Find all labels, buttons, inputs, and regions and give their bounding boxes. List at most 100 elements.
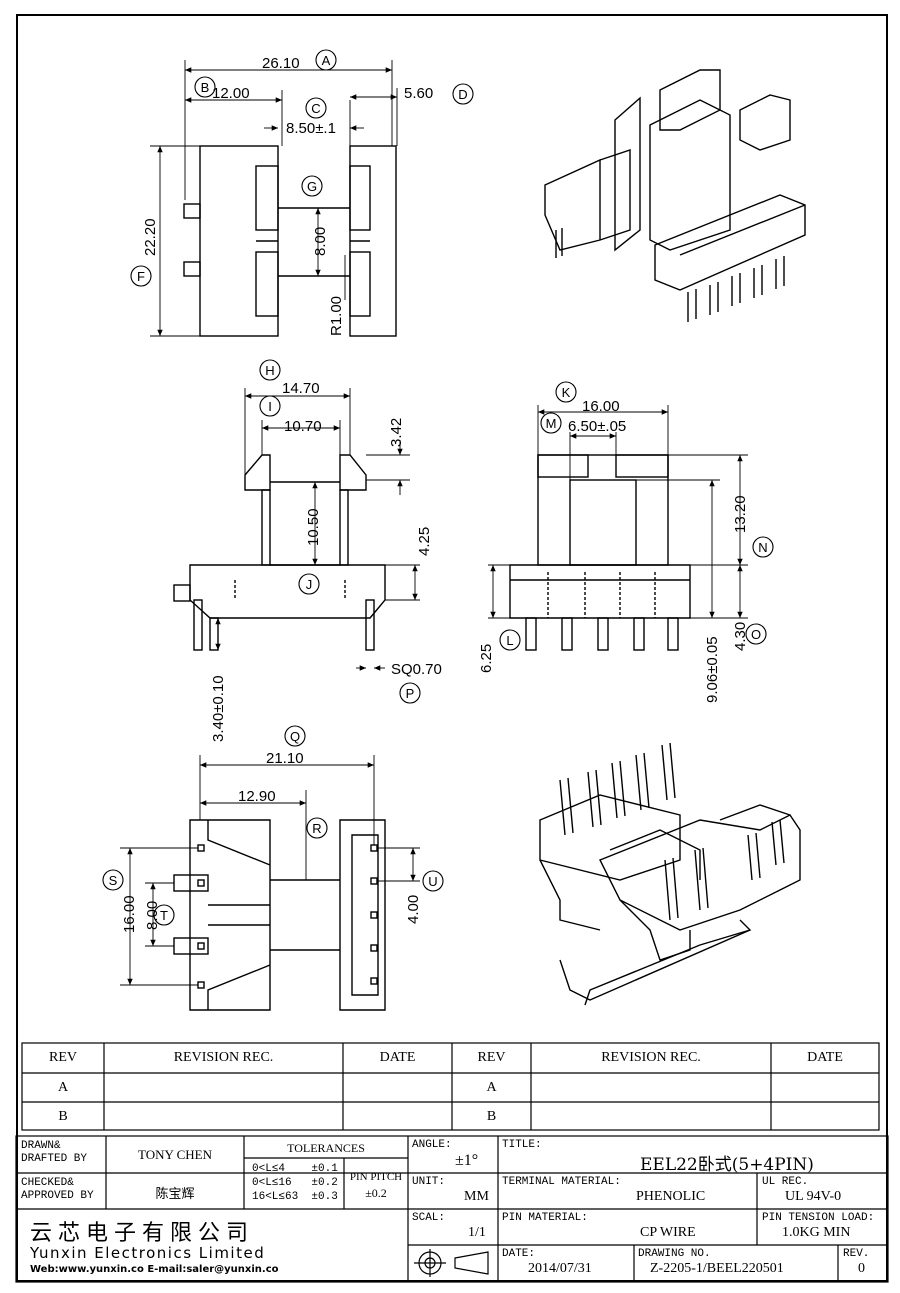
dim-l: 6.25 xyxy=(478,644,495,673)
dim-j: 10.50 xyxy=(305,508,322,546)
company-name-en: Yunxin Electronics Limited xyxy=(30,1244,266,1262)
dim-c: 8.50±.1 xyxy=(286,120,336,137)
pin-material-value: CP WIRE xyxy=(640,1225,696,1240)
dim-f: 22.20 xyxy=(142,218,159,256)
callout-o: O xyxy=(751,627,761,642)
callout-d: D xyxy=(458,87,467,102)
rev-header-2: REV xyxy=(477,1050,506,1065)
checked-value: 陈宝辉 xyxy=(155,1187,195,1202)
rev-row-b-1: B xyxy=(58,1109,68,1124)
date-header-1: DATE xyxy=(379,1050,416,1065)
drawing-frame xyxy=(16,14,888,1282)
unit-label: UNIT: xyxy=(412,1176,446,1188)
company-name-cn: 云芯电子有限公司 xyxy=(30,1221,255,1246)
scale-label: SCAL: xyxy=(412,1212,446,1224)
revision-table-grid xyxy=(21,1042,880,1131)
callout-h: H xyxy=(265,363,274,378)
callout-k: K xyxy=(562,385,571,400)
rev-row-b-2: B xyxy=(486,1109,497,1124)
dim-d: 5.60 xyxy=(404,85,433,102)
rev-row-a-1: A xyxy=(57,1080,69,1095)
terminal-material-value: PHENOLIC xyxy=(636,1189,706,1204)
dim-o1: 9.06±0.05 xyxy=(704,636,721,703)
ul-rec-value: UL 94V-0 xyxy=(785,1189,842,1204)
callout-circles xyxy=(102,49,774,926)
drawn-label: DRAWN& DRAFTED BY xyxy=(21,1140,88,1165)
dim-q: 21.10 xyxy=(266,750,304,767)
pin-tension-label: PIN TENSION LOAD: xyxy=(762,1212,875,1224)
pin-tension-value: 1.0KG MIN xyxy=(782,1225,851,1240)
dim-k: 16.00 xyxy=(582,398,620,415)
dim-j-right: 4.25 xyxy=(416,527,433,556)
callout-f: F xyxy=(137,269,145,284)
dim-u: 4.00 xyxy=(405,895,422,924)
dim-sq: SQ0.70 xyxy=(391,661,442,678)
top-view xyxy=(183,145,397,337)
pin-material-label: PIN MATERIAL: xyxy=(502,1212,588,1224)
title-label: TITLE: xyxy=(502,1139,542,1151)
company-web: Web:www.yunxin.co E-mail:saler@yunxin.co xyxy=(30,1264,279,1275)
dim-p-pin: 3.40±0.10 xyxy=(210,675,227,742)
dimension-texts: 26.10 12.00 8.50±.1 5.60 22.20 8.00 R1.0… xyxy=(121,55,749,933)
top-view-dims xyxy=(150,60,398,337)
dim-n: 13.20 xyxy=(732,495,749,533)
callout-j: J xyxy=(306,577,313,592)
callout-n: N xyxy=(758,540,767,555)
dim-b: 12.00 xyxy=(212,85,250,102)
title-value: EEL22卧式(5+4PIN) xyxy=(640,1155,814,1175)
callout-s: S xyxy=(109,873,118,888)
rev-value: 0 xyxy=(858,1261,865,1276)
date-label: DATE: xyxy=(502,1248,536,1260)
scale-value: 1/1 xyxy=(468,1225,486,1240)
iso-view-top xyxy=(544,69,806,322)
callout-g: G xyxy=(307,179,317,194)
dim-a: 26.10 xyxy=(262,55,300,72)
date-value: 2014/07/31 xyxy=(528,1261,592,1276)
callout-l: L xyxy=(506,633,513,648)
date-header-2: DATE xyxy=(807,1050,843,1065)
rev-header-1: REV xyxy=(49,1050,77,1065)
callout-c: C xyxy=(311,101,320,116)
callout-b: B xyxy=(201,80,210,95)
dim-g: 8.00 xyxy=(312,227,329,256)
dim-s: 16.00 xyxy=(121,895,138,933)
terminal-material-label: TERMINAL MATERIAL: xyxy=(502,1176,621,1188)
title-block-grid xyxy=(15,1135,889,1283)
tolerance-row-3: 16<L≤63 ±0.3 xyxy=(252,1191,338,1203)
callout-i: I xyxy=(268,399,272,414)
dim-i-right: 3.42 xyxy=(388,418,405,447)
callout-r: R xyxy=(312,821,321,836)
callout-letters: A B C D F G H I J K M N L O P Q R S T U xyxy=(109,53,768,923)
checked-label: CHECKED& APPROVED BY xyxy=(21,1177,94,1202)
dim-o2: 4.30 xyxy=(732,622,749,651)
drawing-no-label: DRAWING NO. xyxy=(638,1248,711,1260)
callout-a: A xyxy=(322,53,331,68)
angle-label: ANGLE: xyxy=(412,1139,452,1151)
projection-symbol xyxy=(414,1249,489,1277)
ul-rec-label: UL REC. xyxy=(762,1176,809,1188)
pin-pitch-label: PIN PITCH xyxy=(349,1171,403,1183)
revision-rec-header-1: REVISION REC. xyxy=(173,1050,274,1065)
side-view-dims xyxy=(215,388,420,671)
dim-i: 10.70 xyxy=(284,418,322,435)
drawn-value: TONY CHEN xyxy=(137,1147,213,1162)
tolerances-label: TOLERANCES xyxy=(287,1141,365,1155)
drawing-no-value: Z-2205-1/BEEL220501 xyxy=(650,1261,784,1276)
dim-r1: R1.00 xyxy=(328,296,345,336)
iso-view-bottom xyxy=(539,742,801,1006)
callout-u: U xyxy=(428,874,437,889)
dim-r: 12.90 xyxy=(238,788,276,805)
revision-rec-header-2: REVISION REC. xyxy=(601,1050,701,1065)
callout-q: Q xyxy=(290,729,300,744)
pin-pitch-value: ±0.2 xyxy=(365,1186,387,1200)
bottom-view-dims xyxy=(120,755,420,986)
unit-value: MM xyxy=(464,1189,489,1204)
side-view xyxy=(173,454,386,651)
front-view-dims xyxy=(488,405,748,619)
dim-t: 8.00 xyxy=(144,901,161,930)
tolerance-row-2: 0<L≤16 ±0.2 xyxy=(252,1177,338,1189)
dim-h: 14.70 xyxy=(282,380,320,397)
dim-m: 6.50±.05 xyxy=(568,418,626,435)
callout-m: M xyxy=(546,416,557,431)
